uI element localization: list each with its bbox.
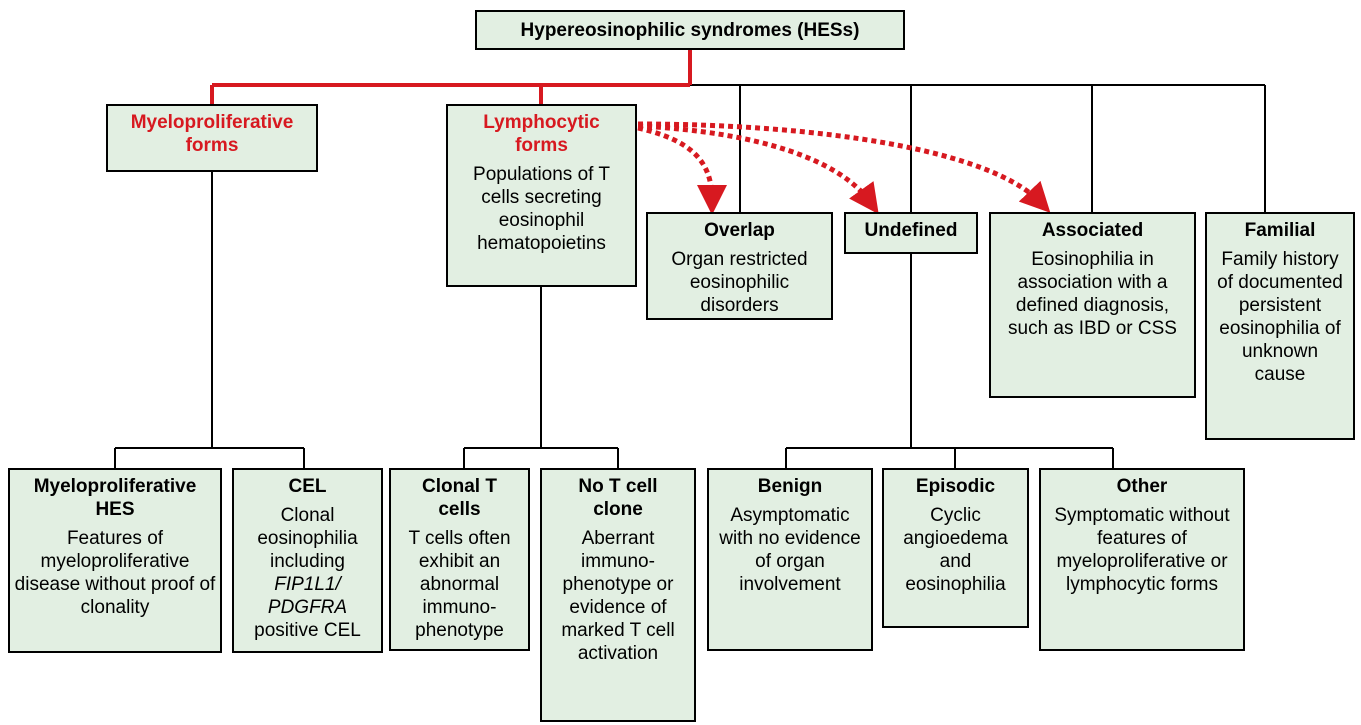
node-cel-desc: Clonal eosinophilia including FIP1L1/ PD… <box>238 504 377 642</box>
node-overlap: Overlap Organ restricted eosinophilic di… <box>646 212 833 320</box>
node-familial: Familial Family history of documented pe… <box>1205 212 1355 440</box>
node-familial-desc: Family history of documented persistent … <box>1217 249 1343 385</box>
node-no-t-cell-clone-title: No T cell clone <box>578 476 658 520</box>
node-overlap-desc: Organ restricted eosinophilic disorders <box>671 249 808 316</box>
node-cel-title: CEL <box>288 476 327 497</box>
node-clonal-t-cells: Clonal T cells T cells often exhibit an … <box>389 468 530 651</box>
node-cel-desc-pre: Clonal eosinophilia including <box>257 505 358 572</box>
arrow-to-overlap <box>637 125 727 215</box>
node-lymphocytic-desc: Populations of T cells secreting eosinop… <box>473 164 610 254</box>
lympho-subtree-lines <box>463 287 619 468</box>
node-lymphocytic-title: Lymphocytic forms <box>483 112 600 156</box>
node-other-desc: Symptomatic without features of myelopro… <box>1054 505 1230 595</box>
node-associated-title: Associated <box>1041 220 1144 241</box>
root-black-branches <box>690 84 1266 212</box>
node-undefined-title: Undefined <box>864 220 958 241</box>
node-clonal-t-cells-desc: T cells often exhibit an abnormal immuno… <box>408 528 511 641</box>
node-overlap-title: Overlap <box>704 220 775 241</box>
myelo-subtree-lines <box>114 172 305 468</box>
node-benign-title: Benign <box>757 476 823 497</box>
undefined-subtree-lines <box>785 254 1114 468</box>
dotted-red-arrows <box>637 121 1051 215</box>
node-no-t-cell-clone-desc: Aberrant immuno-phenotype or evidence of… <box>561 528 675 664</box>
node-episodic: Episodic Cyclic angioedema and eosinophi… <box>882 468 1029 628</box>
node-myeloproliferative-hes: Myeloproliferative HES Features of myelo… <box>8 468 222 653</box>
node-cel: CEL Clonal eosinophilia including FIP1L1… <box>232 468 383 653</box>
node-benign-desc: Asymptomatic with no evidence of organ i… <box>719 505 861 595</box>
node-episodic-title: Episodic <box>915 476 996 497</box>
node-other-title: Other <box>1116 476 1168 497</box>
node-cel-desc-post: positive CEL <box>254 620 361 641</box>
node-no-t-cell-clone: No T cell clone Aberrant immuno-phenotyp… <box>540 468 696 722</box>
node-associated-desc: Eosinophilia in association with a defin… <box>1008 249 1177 339</box>
node-episodic-desc: Cyclic angioedema and eosinophilia <box>903 505 1008 595</box>
node-myeloproliferative-title: Myeloproliferative forms <box>130 112 294 156</box>
node-lymphocytic: Lymphocytic forms Populations of T cells… <box>446 104 637 287</box>
arrow-to-undefined <box>637 123 879 215</box>
node-benign: Benign Asymptomatic with no evidence of … <box>707 468 873 651</box>
node-root: Hypereosinophilic syndromes (HESs) <box>475 10 905 50</box>
node-familial-title: Familial <box>1244 220 1316 241</box>
arrow-to-associated <box>637 121 1051 213</box>
node-other: Other Symptomatic without features of my… <box>1039 468 1245 651</box>
node-undefined: Undefined <box>844 212 978 254</box>
node-cel-desc-gene: FIP1L1/ PDGFRA <box>267 574 348 618</box>
node-myeloproliferative-hes-desc: Features of myeloproliferative disease w… <box>14 528 216 618</box>
node-associated: Associated Eosinophilia in association w… <box>989 212 1196 398</box>
node-root-title: Hypereosinophilic syndromes (HESs) <box>520 20 860 41</box>
node-myeloproliferative-hes-title: Myeloproliferative HES <box>33 476 197 520</box>
root-red-branches <box>210 48 692 104</box>
node-clonal-t-cells-title: Clonal T cells <box>422 476 497 520</box>
node-myeloproliferative: Myeloproliferative forms <box>106 104 318 172</box>
